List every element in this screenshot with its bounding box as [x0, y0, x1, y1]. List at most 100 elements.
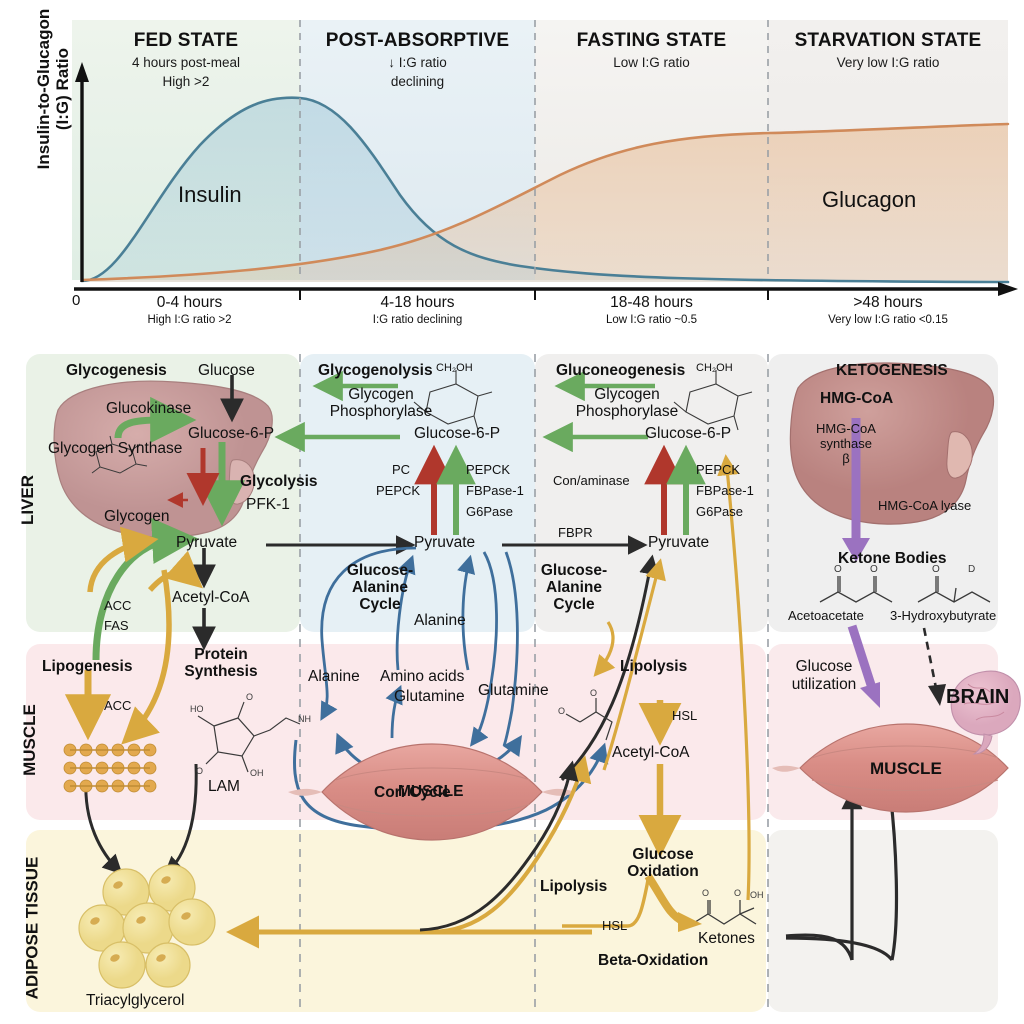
tick-sublabel: I:G ratio declining	[372, 314, 463, 326]
label-pfk1: PFK-1	[246, 496, 290, 513]
glucose-util-line2: utilization	[791, 675, 857, 693]
label-glucose: Glucose	[198, 362, 255, 379]
label-glucose-utilization: Glucose utilization	[776, 658, 872, 693]
tick-sublabel: High I:G ratio >2	[147, 314, 232, 326]
label-hmgcoa-lyase: HMG-CoA lyase	[878, 498, 972, 513]
phase-subtitle-2: declining	[390, 74, 445, 90]
label-g6p-fed: Glucose-6-P	[188, 425, 275, 442]
row-label-liver: LIVER	[18, 474, 38, 526]
synthase-line1: HMG-CoA	[816, 421, 876, 436]
label-pc: PC	[392, 462, 411, 477]
phase-subtitle-1: 4 hours post-meal	[131, 55, 241, 70]
label-acetylcoa-fasting: Acetyl-CoA	[612, 744, 690, 761]
tick-label: 18-48 hours	[610, 294, 693, 311]
glucagon-curve-label: Glucagon	[822, 187, 917, 212]
label-conl-aminase: Con/aminase	[553, 473, 630, 488]
label-pepck-fasting: PEPCK	[696, 462, 741, 477]
label-ch2oh-fasting: CH₂OH	[696, 362, 733, 374]
cycle-line3: Cycle	[359, 596, 401, 614]
phase-subtitle-1: ↓ I:G ratio	[388, 55, 447, 70]
label-protein-synthesis: Protein Synthesis	[166, 646, 276, 681]
label-fas-fed: FAS	[104, 618, 129, 633]
label-triacylglycerol: Triacylglycerol	[86, 992, 185, 1009]
label-ketogenesis: KETOGENESIS	[836, 362, 948, 379]
label-acc-fed: ACC	[104, 598, 132, 613]
y-axis-label-line1: Insulin-to-Glucagon	[33, 8, 53, 170]
label-g6p-post: Glucose-6-P	[414, 425, 501, 442]
label-ketones: Ketones	[698, 930, 755, 947]
label-glycogenolysis: Glycogenolysis	[318, 362, 433, 379]
cycle-line1: Glucose-	[346, 562, 414, 579]
phase-header-starvation: STARVATION STATE Very low I:G ratio	[768, 30, 1008, 71]
label-beta-oxidation: Beta-Oxidation	[598, 952, 709, 969]
synthase-line3: β	[842, 450, 850, 466]
label-hmgcoa-synthase: HMG-CoA synthase β	[798, 421, 894, 466]
tick-label: >48 hours	[853, 294, 923, 311]
glucose-ox-line2: Oxidation	[627, 863, 699, 881]
label-hmgcoa: HMG-CoA	[820, 390, 894, 407]
label-glutamine-mid: Glutamine	[394, 688, 465, 705]
liver-band-fed	[26, 354, 300, 632]
label-amino-acids: Amino acids	[380, 668, 465, 685]
brain-text: BRAIN	[946, 686, 1010, 708]
tick-label: 0-4 hours	[156, 294, 223, 311]
cycle-line1: Glucose-	[540, 562, 608, 579]
row-label-muscle: MUSCLE	[19, 704, 39, 776]
phase-header-post-absorptive: POST-ABSORPTIVE ↓ I:G ratio declining	[300, 30, 535, 91]
label-glucokinase: Glucokinase	[106, 400, 192, 417]
phase-title: FASTING STATE	[576, 30, 727, 51]
x-axis-tick-post-absorptive: 4-18 hours I:G ratio declining	[300, 294, 535, 326]
cycle-line3: Cycle	[553, 596, 595, 614]
protein-synthesis-line2: Synthesis	[184, 663, 258, 681]
label-pyruvate-fasting: Pyruvate	[648, 534, 710, 551]
label-3-hydroxybutyrate: 3-Hydroxybutyrate	[890, 608, 997, 623]
label-lipogenesis: Lipogenesis	[42, 658, 133, 675]
label-brain: BRAIN	[946, 686, 1009, 709]
label-acc-muscle: ACC	[104, 698, 132, 713]
label-hsl-fasting: HSL	[672, 708, 698, 723]
protein-synthesis-line1: Protein	[194, 646, 248, 663]
label-glucose-alanine-cycle-fasting: Glucose- Alanine Cycle	[524, 562, 624, 613]
label-glucose-alanine-cycle-post: Glucose- Alanine Cycle	[330, 562, 430, 613]
x-axis-tick-fasting: 18-48 hours Low I:G ratio ~0.5	[535, 294, 768, 326]
ig-ratio-chart: Insulin-to-Glucagon (I:G) Ratio FED STAT…	[0, 0, 1024, 340]
cycle-line2: Alanine	[546, 579, 602, 597]
label-glucose-oxidation: Glucose Oxidation	[608, 846, 718, 881]
row-label-adipose: ADIPOSE TISSUE	[22, 856, 42, 1000]
tick-sublabel: Very low I:G ratio <0.15	[828, 314, 948, 326]
label-alanine-mid: Alanine	[414, 612, 466, 629]
metabolic-pathways-diagram: LIVER MUSCLE ADIPOSE TISSUE	[0, 340, 1024, 1024]
cycle-line2: Alanine	[352, 579, 408, 597]
glucose-util-line1: Glucose	[795, 658, 853, 675]
label-acetoacetate: Acetoacetate	[788, 608, 864, 623]
label-glycogen: Glycogen	[104, 508, 170, 525]
insulin-curve-label: Insulin	[178, 182, 242, 207]
label-fbpr: FBPR	[558, 525, 593, 540]
label-gluconeogenesis: Gluconeogenesis	[556, 362, 686, 379]
phase-subtitle-2: High >2	[162, 74, 210, 90]
label-pepck-post: PEPCK	[466, 462, 511, 477]
label-muscle-starvation: MUSCLE	[870, 759, 942, 778]
label-glycolysis: Glycolysis	[240, 473, 318, 490]
label-hsl-adipose: HSL	[602, 918, 628, 933]
label-lipolysis-adipose: Lipolysis	[540, 878, 608, 895]
tick-sublabel: Low I:G ratio ~0.5	[605, 314, 698, 326]
phase-header-fasting: FASTING STATE Low I:G ratio	[535, 30, 768, 71]
phase-subtitle-1: Very low I:G ratio	[836, 55, 940, 70]
label-acetylcoa-fed: Acetyl-CoA	[172, 589, 250, 606]
enzyme-line2: Phosphorylase	[575, 403, 679, 421]
label-g6pase-post: G6Pase	[466, 504, 513, 519]
label-glycogen-phosphorylase-fasting: Glycogen Phosphorylase	[552, 386, 702, 421]
y-axis-label-line2: (I:G) Ratio	[53, 47, 72, 131]
label-fbpase1-fasting: FBPase-1	[696, 483, 754, 498]
enzyme-line1: Glycogen	[348, 386, 414, 403]
phase-title: POST-ABSORPTIVE	[325, 30, 510, 51]
label-lipolysis-fasting: Lipolysis	[620, 658, 688, 675]
label-pyruvate-fed: Pyruvate	[176, 534, 238, 551]
enzyme-line1: Glycogen	[594, 386, 660, 403]
label-muscle-post: MUSCLE	[398, 783, 464, 800]
x-axis-tick-fed: 0-4 hours High I:G ratio >2	[82, 294, 297, 326]
label-glutamine-right: Glutamine	[478, 682, 549, 699]
glucose-ox-line1: Glucose	[632, 846, 694, 863]
